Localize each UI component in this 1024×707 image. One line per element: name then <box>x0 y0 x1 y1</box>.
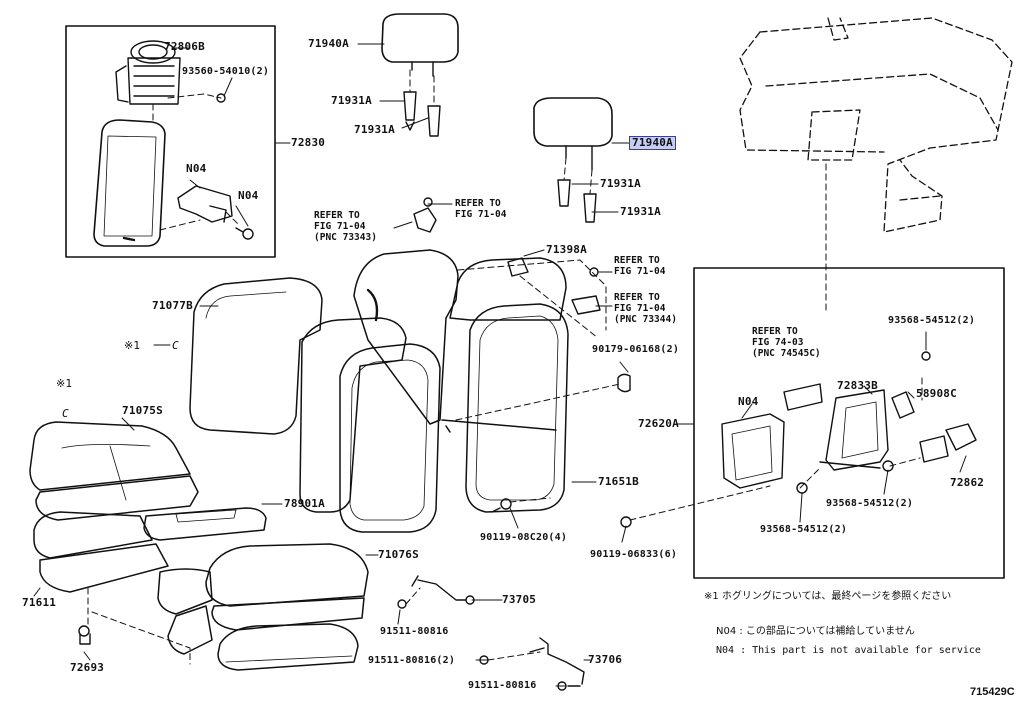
refer-fig-74-03[interactable]: REFER TO FIG 74-03 (PNC 74545C) <box>752 326 821 359</box>
label-71931A-2[interactable]: 71931A <box>354 123 395 136</box>
refer-fig-71-04-pnc-73343[interactable]: REFER TO FIG 71-04 (PNC 73343) <box>314 210 377 243</box>
label-72833B[interactable]: 72833B <box>837 379 878 392</box>
label-N04-c: N04 <box>738 395 759 408</box>
label-72806B[interactable]: 72806B <box>164 40 205 53</box>
label-C-b: C <box>62 407 69 420</box>
seat-backs <box>189 249 569 533</box>
label-71611[interactable]: 71611 <box>22 596 57 609</box>
label-71931A-3[interactable]: 71931A <box>600 177 641 190</box>
label-93568-54512-b[interactable]: 93568-54512(2) <box>826 498 914 509</box>
sub-box <box>693 267 1005 579</box>
leader-lines <box>33 43 967 687</box>
headrests <box>381 13 613 223</box>
label-72693[interactable]: 72693 <box>70 661 105 674</box>
label-71651B[interactable]: 71651B <box>598 475 639 488</box>
note-n04-en: N04 : This part is not available for ser… <box>716 645 981 656</box>
label-C-a: C <box>172 339 179 352</box>
label-93568-54512-c[interactable]: 93568-54512(2) <box>760 524 848 535</box>
label-91511-80816-c[interactable]: 91511-80816 <box>468 680 537 691</box>
label-73705[interactable]: 73705 <box>502 593 537 606</box>
label-N04-a: N04 <box>186 162 207 175</box>
label-71931A-1[interactable]: 71931A <box>331 94 372 107</box>
label-note1-b: ※1 <box>56 377 73 390</box>
small-parts <box>78 197 632 645</box>
refer-fig-71-04-b[interactable]: REFER TO FIG 71-04 <box>614 255 666 277</box>
note-n04-ja: N04 : この部品については補給していません <box>716 626 915 637</box>
label-71077B[interactable]: 71077B <box>152 299 193 312</box>
label-N04-b: N04 <box>238 189 259 202</box>
label-note1-a: ※1 <box>124 339 141 352</box>
label-78901A[interactable]: 78901A <box>284 497 325 510</box>
label-90119-06833[interactable]: 90119-06833(6) <box>590 549 678 560</box>
label-91511-80816-b[interactable]: 91511-80816(2) <box>368 655 456 666</box>
seat-cushions <box>29 421 369 671</box>
label-71398A[interactable]: 71398A <box>546 243 587 256</box>
label-90119-08C20[interactable]: 90119-08C20(4) <box>480 532 568 543</box>
refer-fig-71-04-a[interactable]: REFER TO FIG 71-04 <box>455 198 507 220</box>
label-71075S[interactable]: 71075S <box>122 404 163 417</box>
label-71940A-highlighted[interactable]: 71940A <box>629 136 676 150</box>
label-72620A[interactable]: 72620A <box>638 417 679 430</box>
label-72830[interactable]: 72830 <box>291 136 326 149</box>
refer-fig-71-04-pnc-73344[interactable]: REFER TO FIG 71-04 (PNC 73344) <box>614 292 677 325</box>
label-73706[interactable]: 73706 <box>588 653 623 666</box>
label-72862[interactable]: 72862 <box>950 476 985 489</box>
label-71931A-4[interactable]: 71931A <box>620 205 661 218</box>
label-71940A-top[interactable]: 71940A <box>308 37 349 50</box>
armrest-group <box>65 25 276 258</box>
dashed-leaders <box>87 69 923 665</box>
label-71076S[interactable]: 71076S <box>378 548 419 561</box>
label-93560-54010[interactable]: 93560-54010(2) <box>182 66 270 77</box>
label-58908C[interactable]: 58908C <box>916 387 957 400</box>
note-hog-ring: ※1 ホグリングについては、最終ページを参照ください <box>704 591 952 602</box>
diagram-id: 715429C <box>970 686 1015 698</box>
package-tray <box>739 17 1013 233</box>
label-93568-54512-a[interactable]: 93568-54512(2) <box>888 315 976 326</box>
label-90179-06168[interactable]: 90179-06168(2) <box>592 344 680 355</box>
label-91511-80816-a[interactable]: 91511-80816 <box>380 626 449 637</box>
